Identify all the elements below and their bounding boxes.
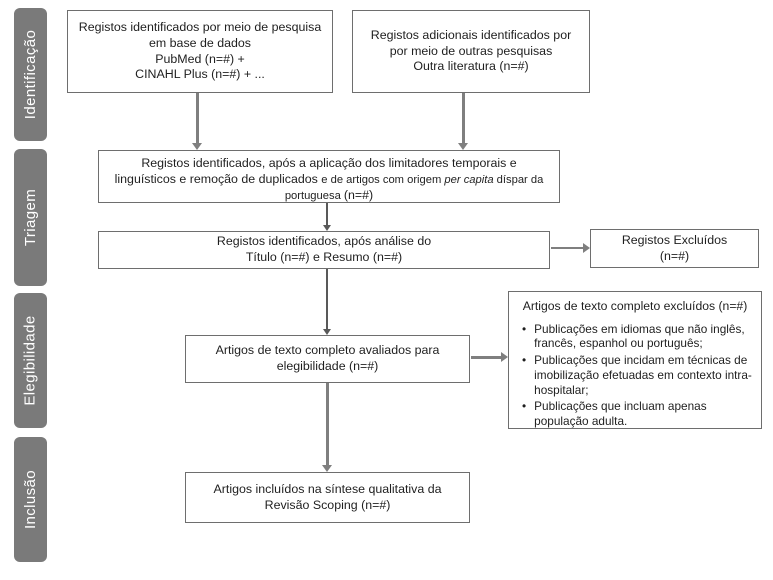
box-title-abstract: Registos identificados, após análise do … [98, 231, 550, 269]
list-item-text: Publicações que incluam apenas população… [534, 399, 707, 429]
stage-tab-identification: Identificação [14, 8, 47, 141]
box-text-line: Registos identificados por meio de pesqu… [78, 19, 322, 34]
box-text-line: Artigos incluídos na síntese qualitativa… [213, 481, 442, 496]
box-text-segment: per capita [444, 173, 494, 186]
box-text-line: (n=#) [659, 248, 690, 263]
box-after-filters: Registos identificados, após a aplicação… [98, 150, 560, 203]
box-records-excluded: Registos Excluídos (n=#) [590, 229, 759, 268]
list-item: • Publicações em idiomas que não inglês,… [522, 322, 752, 351]
arrow-fulltext-to-reasons [471, 351, 508, 363]
arrow-title-abstract-to-excluded [551, 242, 590, 254]
bullet-icon: • [522, 321, 527, 336]
box-text-line: Registos identificados, após análise do [216, 234, 432, 249]
box-text-segment: e de artigos com origem [321, 173, 445, 186]
exclusion-reasons-list: • Publicações em idiomas que não inglês,… [518, 322, 752, 431]
box-text-segment: díspar da portuguesa [284, 173, 544, 202]
exclusion-reasons-title: Artigos de texto completo excluídos (n=#… [522, 299, 748, 313]
bullet-icon: • [522, 353, 527, 368]
arrow-filters-to-title-abstract [321, 203, 333, 231]
box-text-segment: (n=#) [343, 187, 374, 202]
arrow-other-to-filters [457, 93, 469, 150]
box-fulltext-assessed: Artigos de texto completo avaliados para… [185, 335, 470, 383]
stage-label: Inclusão [22, 469, 40, 530]
bullet-icon: • [522, 399, 527, 414]
arrow-fulltext-to-included [321, 383, 333, 472]
box-database-search: Registos identificados por meio de pesqu… [67, 10, 333, 93]
stage-label: Identificação [22, 29, 40, 120]
stage-tab-eligibility: Elegibilidade [14, 293, 47, 428]
box-exclusion-reasons: Artigos de texto completo excluídos (n=#… [508, 291, 762, 429]
list-item-text: Publicações em idiomas que não inglês, f… [534, 321, 745, 351]
list-item: • Publicações que incidam em técnicas de… [522, 353, 752, 397]
box-text-line: Título (n=#) e Resumo (n=#) [245, 250, 403, 264]
stage-label: Triagem [22, 188, 40, 247]
box-text-line: Registos Excluídos [621, 232, 728, 247]
box-text-line: Revisão Scoping (n=#) [264, 497, 391, 512]
arrow-title-abstract-to-fulltext [321, 269, 333, 335]
box-text-line: CINAHL Plus (n=#) + ... [135, 67, 265, 82]
box-text-line: por meio de outras pesquisas [389, 43, 553, 58]
box-text-line: Artigos de texto completo avaliados para [215, 343, 440, 358]
box-text-segment: Registos identificados, após a aplicação… [114, 156, 517, 186]
list-item: • Publicações que incluam apenas populaç… [522, 399, 752, 428]
stage-tab-inclusion: Inclusão [14, 437, 47, 562]
box-text-line: elegibilidade (n=#) [276, 359, 379, 373]
box-text-line: Registos adicionais identificados por [370, 27, 572, 42]
box-other-sources: Registos adicionais identificados por po… [352, 10, 590, 93]
arrow-database-to-filters [191, 93, 203, 150]
list-item-text: Publicações que incidam em técnicas de i… [534, 353, 752, 397]
stage-label: Elegibilidade [22, 315, 40, 406]
stage-tab-screening: Triagem [14, 149, 47, 286]
box-text-line: Outra literatura (n=#) [413, 59, 529, 74]
box-text-line: PubMed (n=#) + [155, 51, 245, 66]
box-included: Artigos incluídos na síntese qualitativa… [185, 472, 470, 523]
box-text-line: em base de dados [149, 35, 251, 50]
